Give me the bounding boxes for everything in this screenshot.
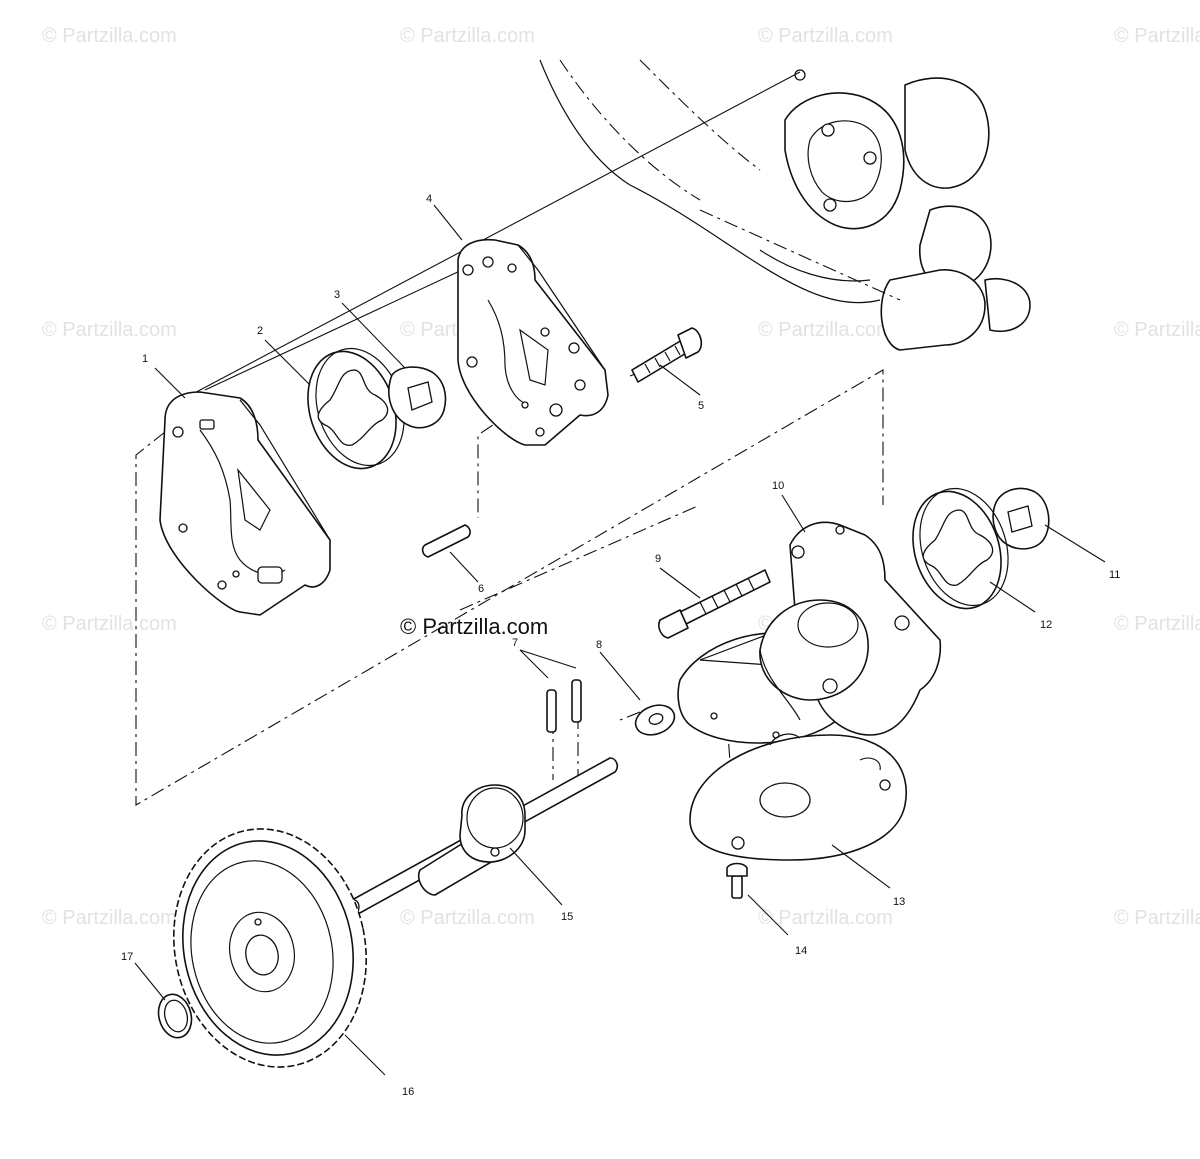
watermark: © Partzilla.com [42,907,177,929]
callout-2: 2 [257,325,263,337]
callout-4: 4 [426,193,432,205]
part-10-pump-housing [677,521,942,744]
watermark-grid: © Partzilla.com © Partzilla.com © Partzi… [42,25,1200,929]
callout-11: 11 [1109,569,1120,581]
part-7-pins [546,679,582,733]
callout-7: 7 [512,637,518,649]
callout-3: 3 [334,289,340,301]
part-17-snap-ring [157,993,193,1039]
leader-lines [134,204,1106,1076]
part-6-dowel-pin [421,524,471,558]
watermark: © Partzilla.com [758,907,893,929]
callout-13: 13 [893,896,905,908]
part-1-pump-body [159,391,331,616]
part-16-gear [172,828,368,1068]
part-9-long-bolt [658,569,771,639]
watermark: © Partzilla.com [1114,25,1200,47]
callout-17: 17 [121,951,133,963]
callout-12: 12 [1040,619,1052,631]
watermark: © Partzilla.com [1114,907,1200,929]
watermark: © Partzilla.com [400,907,535,929]
callout-1: 1 [142,353,148,365]
watermark: © Partzilla.com [42,613,177,635]
callout-8: 8 [596,639,602,651]
part-15-drive-shaft [348,757,618,915]
watermark: © Partzilla.com [42,319,177,341]
watermark: © Partzilla.com [1114,613,1200,635]
callout-numbers: 1 2 3 4 5 6 7 8 9 10 11 12 13 14 15 16 1… [121,193,1120,1098]
callout-16: 16 [402,1086,414,1098]
part-14-screw [726,862,748,899]
part-5-bolt [631,327,703,383]
callout-5: 5 [698,400,704,412]
callout-14: 14 [795,945,807,957]
part-11-inner-rotor [992,487,1050,550]
watermark: © Partzilla.com [42,25,177,47]
callout-15: 15 [561,911,573,923]
engine-crankcase [539,59,1031,351]
part-8-washer [634,704,676,736]
watermark: © Partzilla.com [758,25,893,47]
part-12-outer-rotor [912,487,1009,610]
callout-6: 6 [478,583,484,595]
part-13-cover-plate [689,733,907,861]
watermark: © Partzilla.com [1114,319,1200,341]
callout-9: 9 [655,553,661,565]
part-4-pump-plate [457,238,609,446]
part-2-outer-rotor [307,347,405,470]
part-3-inner-rotor [388,366,447,429]
copyright-label: © Partzilla.com [400,614,548,639]
watermark: © Partzilla.com [758,319,893,341]
watermark: © Partzilla.com [400,25,535,47]
callout-10: 10 [772,480,784,492]
